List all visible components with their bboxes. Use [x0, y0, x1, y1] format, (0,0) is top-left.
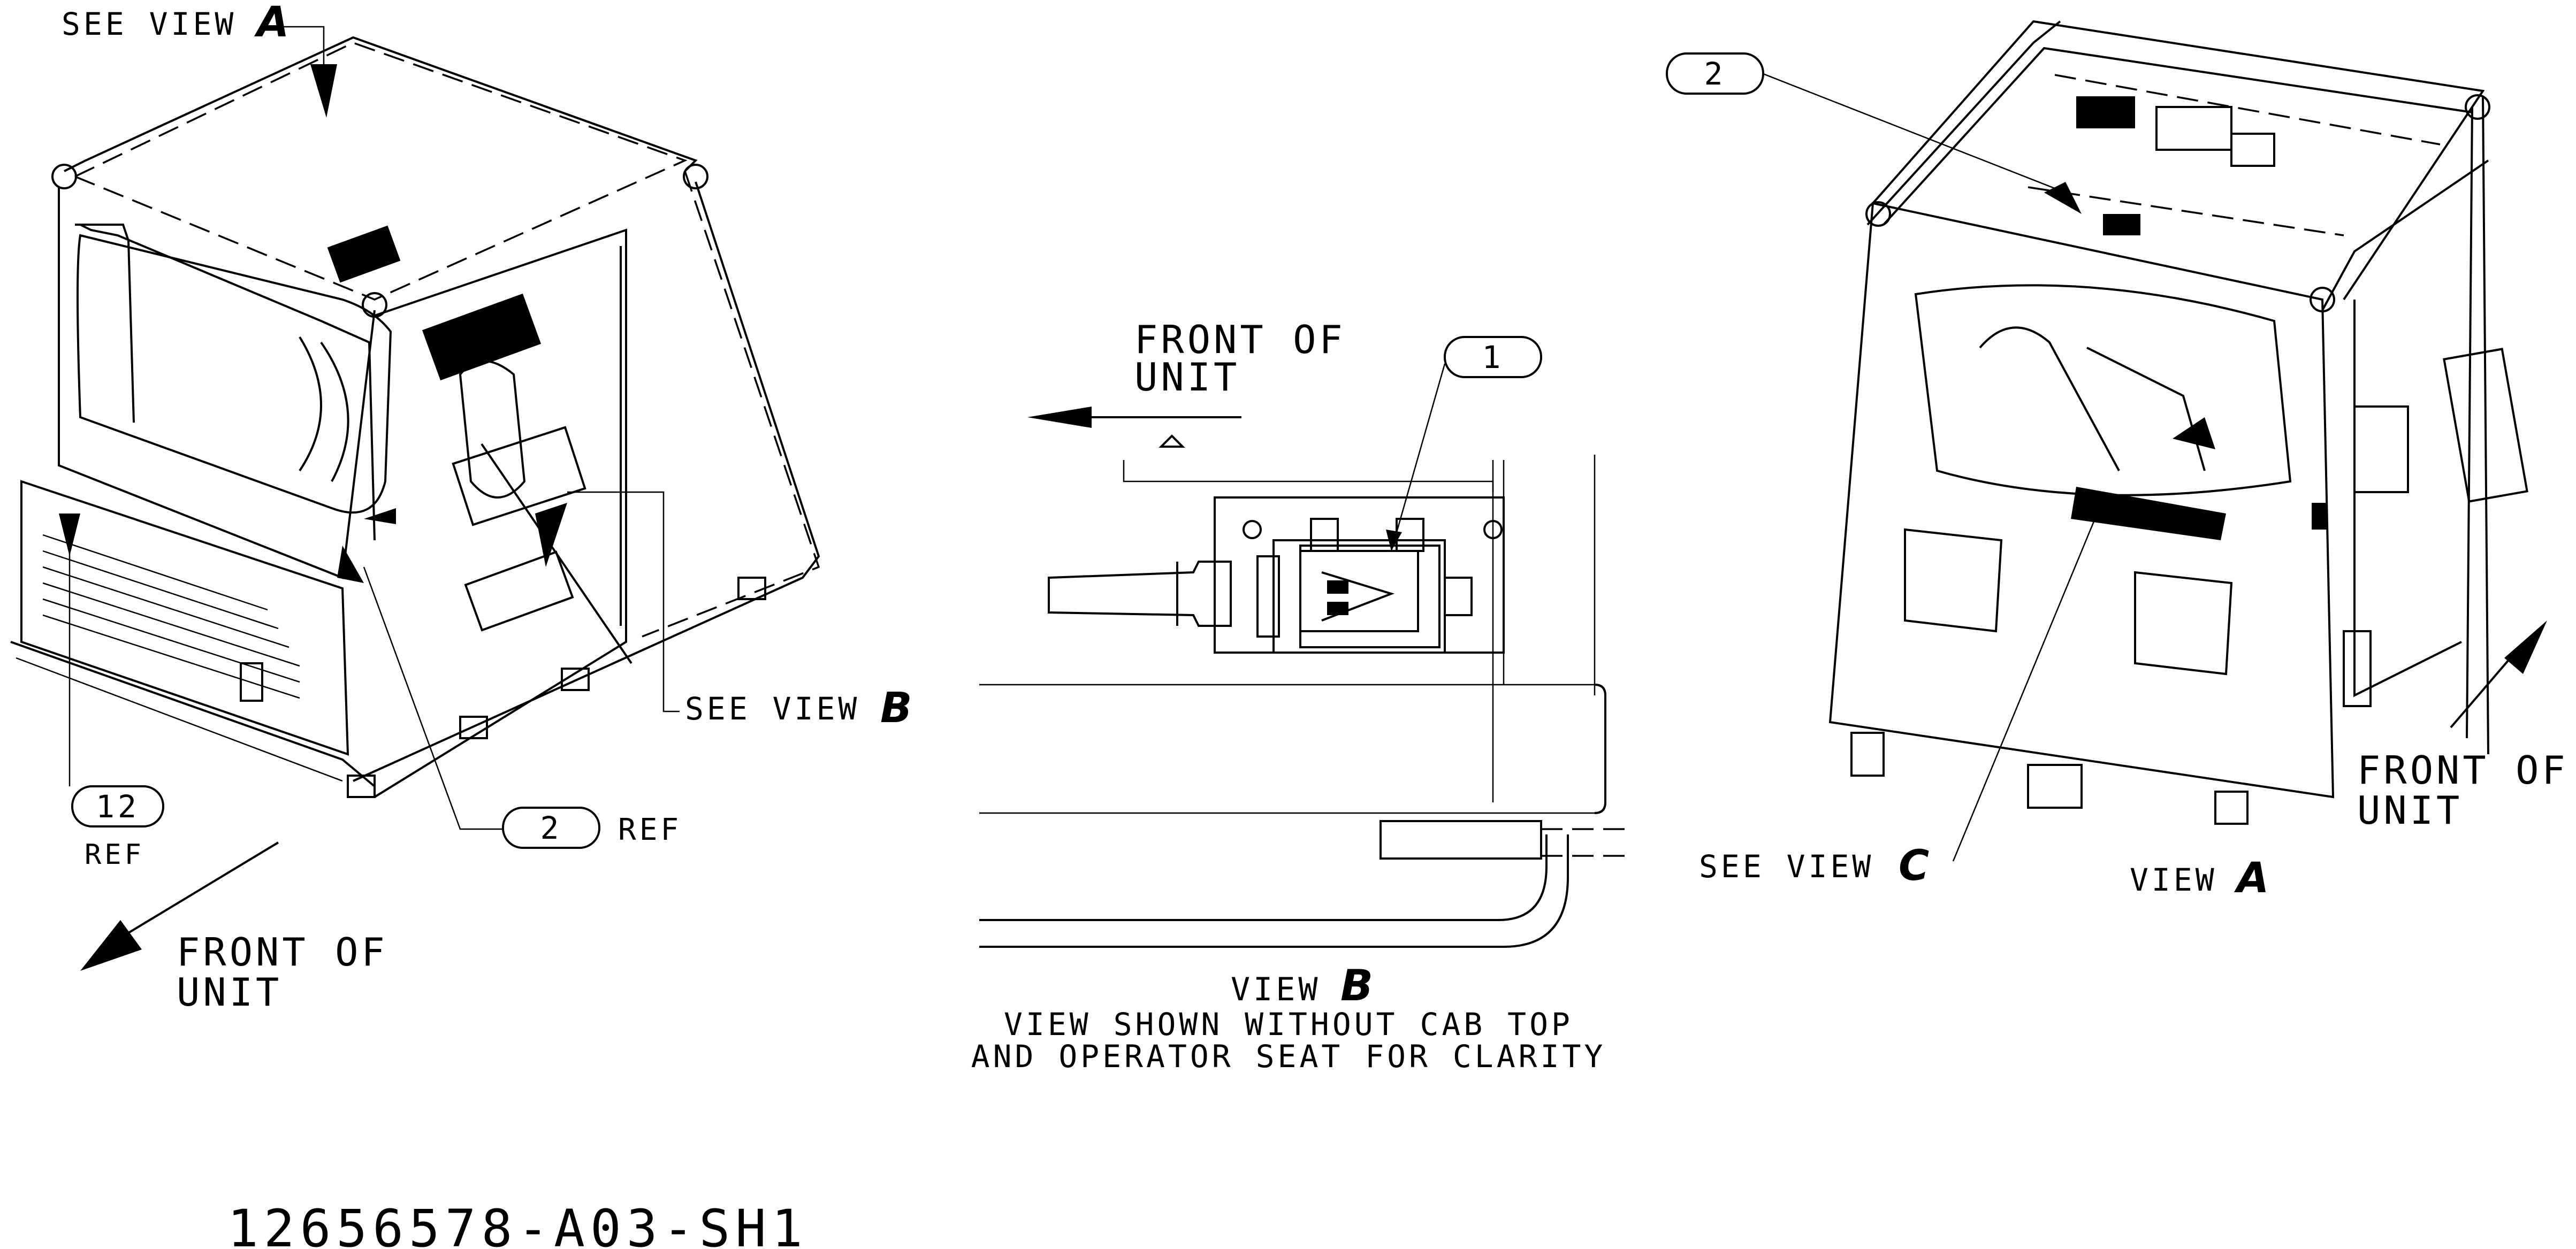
front-of-unit-right-line1: FRONT OF: [2357, 748, 2569, 793]
view-b-title-letter: B: [1340, 961, 1373, 1010]
view-b-front-of-unit-line2: UNIT: [1134, 355, 1240, 400]
view-a-isometric: [1828, 20, 2528, 825]
left-view-leaders: [68, 26, 680, 830]
front-of-unit-arrow-left: [80, 841, 279, 971]
see-view-a-letter: A: [254, 0, 289, 47]
balloon-12: 12: [71, 785, 164, 827]
see-view-c-leader: [1952, 518, 2096, 862]
view-b-front-of-unit-line1: FRONT OF: [1134, 317, 1346, 362]
balloon-1-number: 1: [1482, 339, 1504, 376]
balloon-2-left-number: 2: [540, 810, 562, 846]
see-view-a-label: SEE VIEW: [62, 6, 237, 42]
see-view-b-letter: B: [880, 684, 912, 732]
balloon-12-ref: REF: [85, 839, 144, 871]
view-a-title: VIEW: [2130, 862, 2217, 898]
view-b-note-line2: AND OPERATOR SEAT FOR CLARITY: [971, 1038, 1606, 1075]
front-of-unit-left-line1: FRONT OF: [177, 930, 388, 975]
front-of-unit-right-line2: UNIT: [2357, 788, 2463, 833]
front-of-unit-arrow-right: [2450, 620, 2547, 729]
view-b-detail: [979, 363, 1627, 948]
balloon-12-number: 12: [96, 788, 140, 825]
balloon-1: 1: [1444, 336, 1542, 378]
see-view-c-letter: C: [1899, 842, 1929, 890]
left-cab-isometric: [10, 36, 820, 798]
balloon-2-left: 2: [502, 807, 600, 849]
see-view-b-label: SEE VIEW: [685, 691, 860, 727]
balloon-2-view-a-number: 2: [1704, 56, 1726, 92]
front-of-unit-left-line2: UNIT: [177, 970, 282, 1015]
balloon-2-left-ref: REF: [618, 813, 682, 847]
view-b-note-line1: VIEW SHOWN WITHOUT CAB TOP: [1004, 1006, 1573, 1043]
balloon-2-view-a: 2: [1666, 52, 2066, 194]
drawing-number: 12656578-A03-SH1: [227, 1199, 808, 1249]
view-a-title-letter: A: [2234, 854, 2269, 902]
see-view-c-label: SEE VIEW: [1699, 848, 1874, 885]
view-b-title: VIEW: [1231, 971, 1321, 1008]
